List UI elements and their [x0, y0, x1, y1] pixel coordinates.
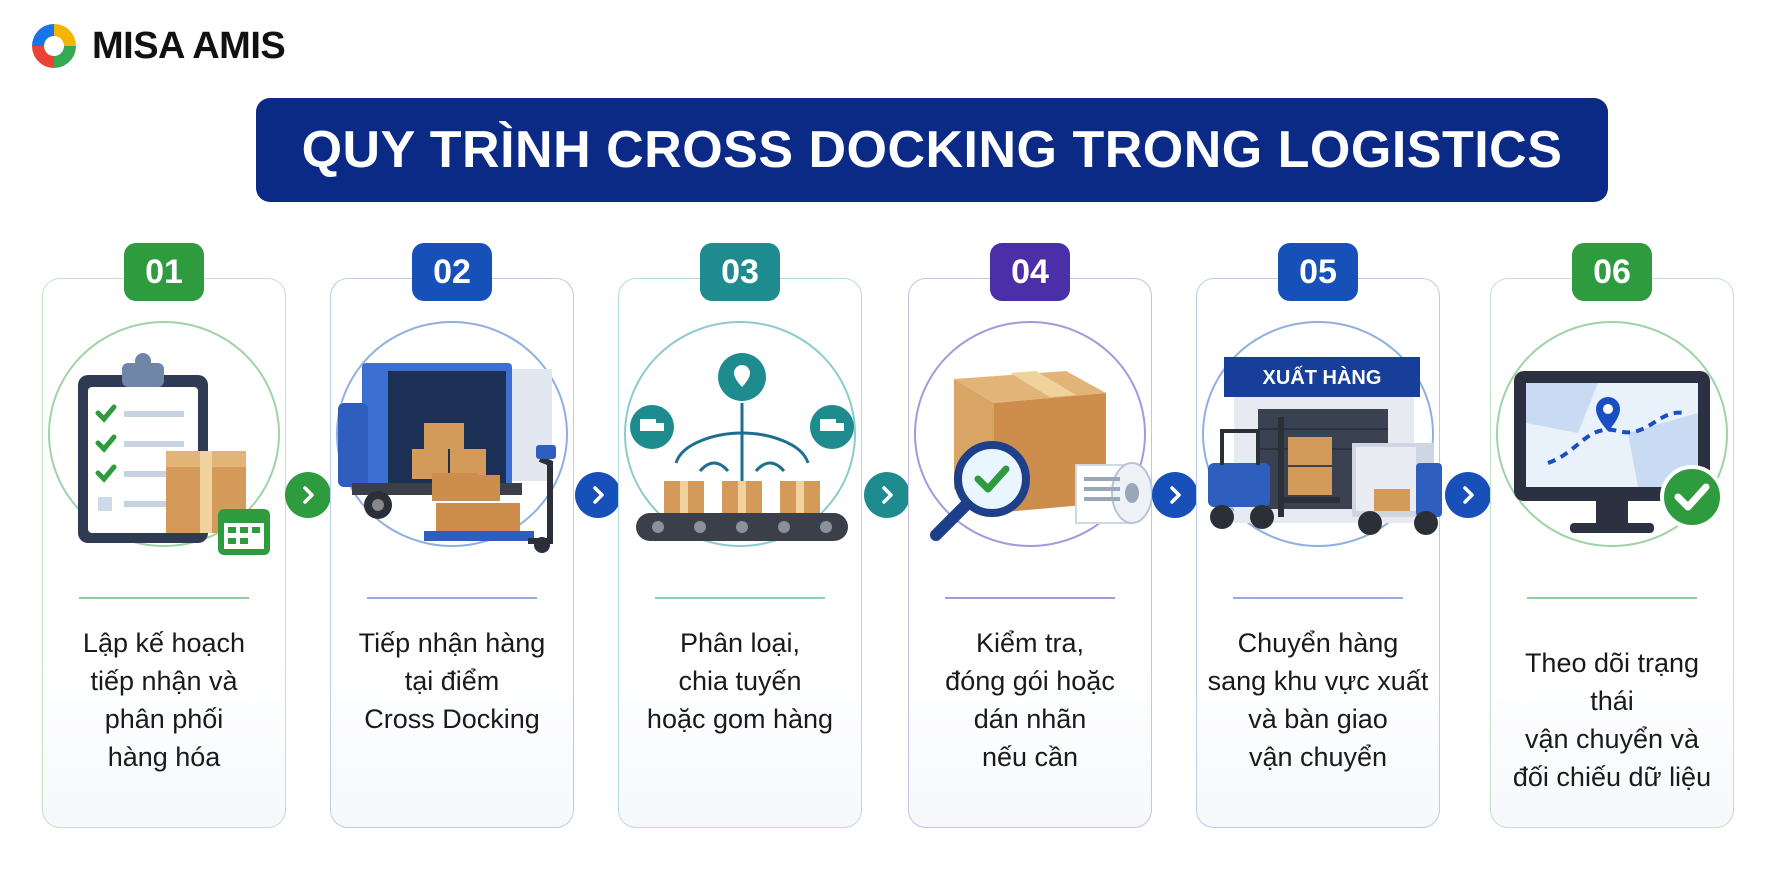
step-number-badge: 06	[1572, 243, 1652, 301]
step-text-line: dán nhãn	[973, 704, 1087, 734]
page-title: QUY TRÌNH CROSS DOCKING TRONG LOGISTICS	[301, 121, 1563, 179]
step-text-line: và bàn giao	[1248, 704, 1388, 734]
step-illustration	[624, 321, 856, 547]
step-card-2: 02 Tiếp nhận hàng tại điểm Cross Docking	[330, 243, 574, 828]
step-number-badge: 02	[412, 243, 492, 301]
step-illustration	[48, 321, 280, 555]
step-illustration	[1496, 321, 1728, 547]
step-text-line: Tiếp nhận hàng	[358, 628, 546, 658]
step-card-6: 06 Theo dõi trạng thái vận chuyển và đối…	[1490, 243, 1734, 828]
step-text-line: tiếp nhận và	[90, 666, 238, 696]
box-inspection-icon	[930, 371, 1153, 541]
step-text-line: chia tuyến	[678, 666, 802, 696]
step-divider	[79, 597, 249, 599]
truck-pallet-icon	[338, 363, 556, 553]
step-text-line: hoặc gom hàng	[646, 704, 834, 734]
step-text-line: nếu cần	[981, 742, 1079, 772]
step-card-1: 01 Lập kế hoạch tiếp nhận và phân phối h…	[42, 243, 286, 828]
step-divider	[1233, 597, 1403, 599]
brand-logo: MISA AMIS	[28, 20, 286, 72]
next-arrow-icon	[864, 472, 910, 518]
step-text-line: vận chuyển và	[1524, 724, 1700, 754]
step-number-badge: 01	[124, 243, 204, 301]
step-description: Phân loại, chia tuyến hoặc gom hàng	[629, 624, 851, 738]
next-arrow-icon	[575, 472, 621, 518]
step-card-3: 03 Phân loại, chia tuyến hoặc gom hàng	[618, 243, 862, 828]
step-text-line: tại điểm	[404, 666, 500, 696]
step-card-5: 05 XUẤT HÀNG Chuyển hàng sang khu vực xu…	[1196, 243, 1442, 828]
step-text-line: Chuyển hàng	[1237, 628, 1399, 658]
conveyor-sorting-icon	[630, 353, 854, 541]
step-number-badge: 05	[1278, 243, 1358, 301]
step-text-line: Phân loại,	[679, 628, 801, 658]
step-text-line: đối chiếu dữ liệu	[1512, 762, 1712, 792]
step-text-line: sang khu vực xuất	[1207, 666, 1429, 696]
step-description: Kiểm tra, đóng gói hoặc dán nhãn nếu cần	[919, 624, 1141, 776]
step-divider	[1527, 597, 1697, 599]
step-illustration	[336, 321, 568, 553]
step-text-line: phân phối	[104, 704, 224, 734]
step-text-line: Cross Docking	[364, 704, 540, 734]
misa-logo-icon	[32, 24, 76, 68]
step-number-badge: 04	[990, 243, 1070, 301]
step-text-line: hàng hóa	[107, 742, 221, 772]
dispatch-sign: XUẤT HÀNG	[1263, 366, 1382, 389]
step-description: Chuyển hàng sang khu vực xuất và bàn gia…	[1207, 624, 1429, 776]
forklift-dispatch-icon: XUẤT HÀNG	[1208, 357, 1442, 535]
next-arrow-icon	[1445, 472, 1491, 518]
step-description: Tiếp nhận hàng tại điểm Cross Docking	[341, 624, 563, 738]
step-number-badge: 03	[700, 243, 780, 301]
step-illustration: XUẤT HÀNG	[1202, 321, 1442, 547]
step-text-line: Theo dõi trạng thái	[1524, 648, 1700, 716]
monitor-tracking-icon	[1514, 371, 1724, 533]
step-text-line: đóng gói hoặc	[945, 666, 1115, 696]
step-description: Lập kế hoạch tiếp nhận và phân phối hàng…	[53, 624, 275, 776]
title-banner: QUY TRÌNH CROSS DOCKING TRONG LOGISTICS	[256, 98, 1608, 202]
step-card-4: 04 Kiểm tra, đóng gói hoặc dán nhãn nếu …	[908, 243, 1153, 828]
step-divider	[945, 597, 1115, 599]
step-divider	[367, 597, 537, 599]
next-arrow-icon	[1152, 472, 1198, 518]
step-illustration	[914, 321, 1153, 547]
step-description: Theo dõi trạng thái vận chuyển và đối ch…	[1501, 644, 1723, 796]
step-text-line: Kiểm tra,	[975, 628, 1085, 658]
step-text-line: Lập kế hoạch	[82, 628, 246, 658]
clipboard-box-icon	[78, 353, 270, 555]
brand-name: MISA AMIS	[92, 24, 286, 67]
step-text-line: vận chuyển	[1248, 742, 1388, 772]
step-divider	[655, 597, 825, 599]
next-arrow-icon	[285, 472, 331, 518]
